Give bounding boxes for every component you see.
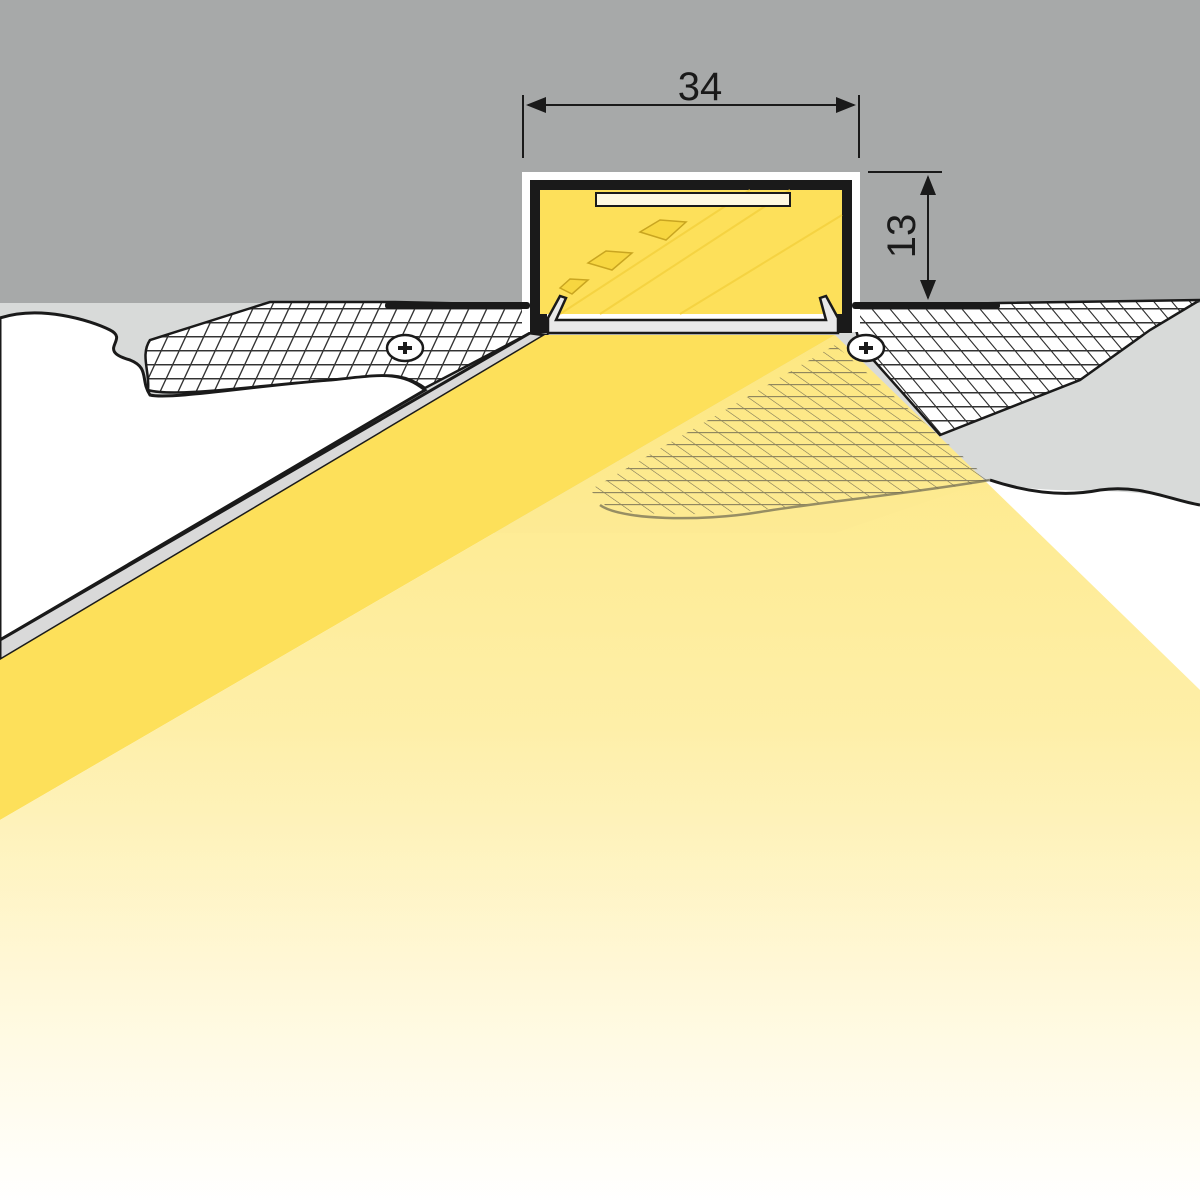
flange-right xyxy=(852,302,1000,309)
width-dimension: 34 xyxy=(522,65,860,158)
height-label: 13 xyxy=(880,214,924,259)
led-chips xyxy=(558,219,688,295)
height-dimension: 13 xyxy=(868,171,942,300)
mesh-left xyxy=(144,300,532,394)
plaster-edge-right-line xyxy=(989,478,1200,507)
mesh-floor xyxy=(590,345,990,515)
light-cone-glow xyxy=(0,335,1200,1200)
mesh-floor-edge xyxy=(599,478,991,520)
width-label: 34 xyxy=(678,65,723,109)
screw-icon xyxy=(846,333,886,363)
interior-reflection-lines xyxy=(559,189,843,315)
screw-icon xyxy=(385,333,425,363)
profile-interior xyxy=(540,190,842,314)
diffuser xyxy=(546,294,840,335)
led-tape xyxy=(595,192,791,207)
profile-fin-left xyxy=(0,331,550,662)
flange-left xyxy=(385,302,530,309)
